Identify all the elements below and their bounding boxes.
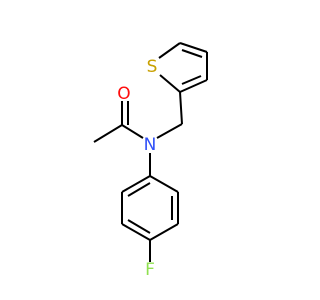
bond-thiophene-s-c5 bbox=[158, 42, 181, 59]
atom-label-oxygen: O bbox=[117, 84, 130, 104]
bond-methyl-carbonyl bbox=[93, 124, 123, 143]
bond-nitrogen-methylene bbox=[156, 123, 183, 139]
bond-phenyl-4-5 bbox=[121, 223, 151, 241]
bond-thiophene-c2-s bbox=[159, 74, 181, 93]
bond-thiophene-c3-c2 bbox=[179, 79, 208, 93]
molecule-structure: O N S F bbox=[93, 42, 208, 280]
bond-phenyl-3-4 bbox=[149, 223, 179, 241]
bond-carbonyl-nitrogen bbox=[121, 124, 144, 139]
atom-label-sulfur: S bbox=[147, 57, 158, 77]
bond-phenyl-6-1-inner bbox=[127, 182, 151, 197]
bond-phenyl-6-1 bbox=[121, 175, 151, 193]
bond-thiophene-c3-c2-inner bbox=[181, 75, 202, 85]
bond-thiophene-c5-c4-inner bbox=[181, 49, 203, 58]
bond-phenyl-1-2 bbox=[149, 175, 179, 193]
bond-methylene-thiophene bbox=[179, 91, 183, 125]
bond-thiophene-c5-c4 bbox=[179, 42, 208, 53]
atom-label-nitrogen: N bbox=[144, 135, 157, 155]
bond-phenyl-4-5-inner bbox=[127, 219, 151, 234]
atom-label-fluorine: F bbox=[145, 260, 155, 280]
